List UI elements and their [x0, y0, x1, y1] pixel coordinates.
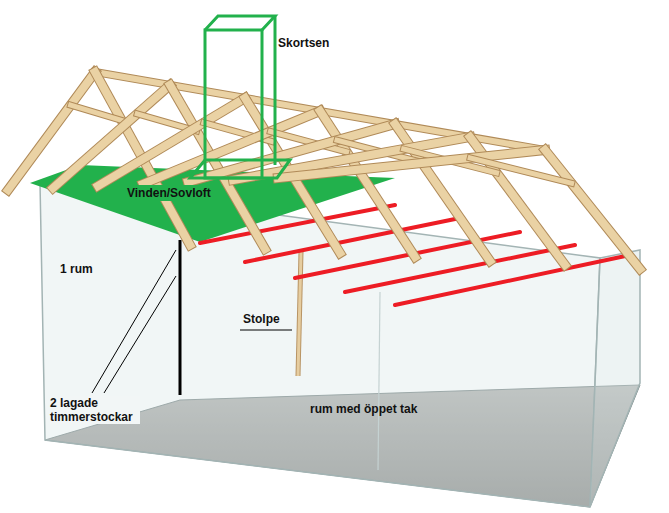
post — [298, 252, 301, 376]
part-label: Stolpe — [243, 312, 280, 326]
part-label: Skortsen — [278, 36, 329, 50]
rafter — [545, 150, 640, 269]
rafter — [470, 158, 571, 183]
leader-line — [92, 250, 176, 393]
glass-wall — [40, 183, 600, 507]
log-wall — [179, 240, 182, 395]
rafter — [71, 105, 122, 120]
part-label: rum med öppet tak — [310, 402, 417, 416]
rafter — [470, 158, 571, 183]
rafter — [8, 72, 95, 190]
part-label: 1 rum — [60, 262, 93, 276]
leader-line — [104, 276, 176, 393]
rafter — [8, 72, 95, 190]
rafter — [545, 150, 640, 269]
glass-edge — [378, 292, 380, 470]
rafter — [71, 105, 122, 120]
part-label: 2 lagade timmerstockar — [50, 396, 140, 424]
post — [298, 252, 301, 376]
area-label: Vinden/Sovloft — [124, 185, 214, 201]
rafters — [8, 72, 640, 269]
leader-line — [240, 330, 292, 331]
chimney — [190, 16, 290, 178]
glass-wall — [590, 250, 640, 507]
